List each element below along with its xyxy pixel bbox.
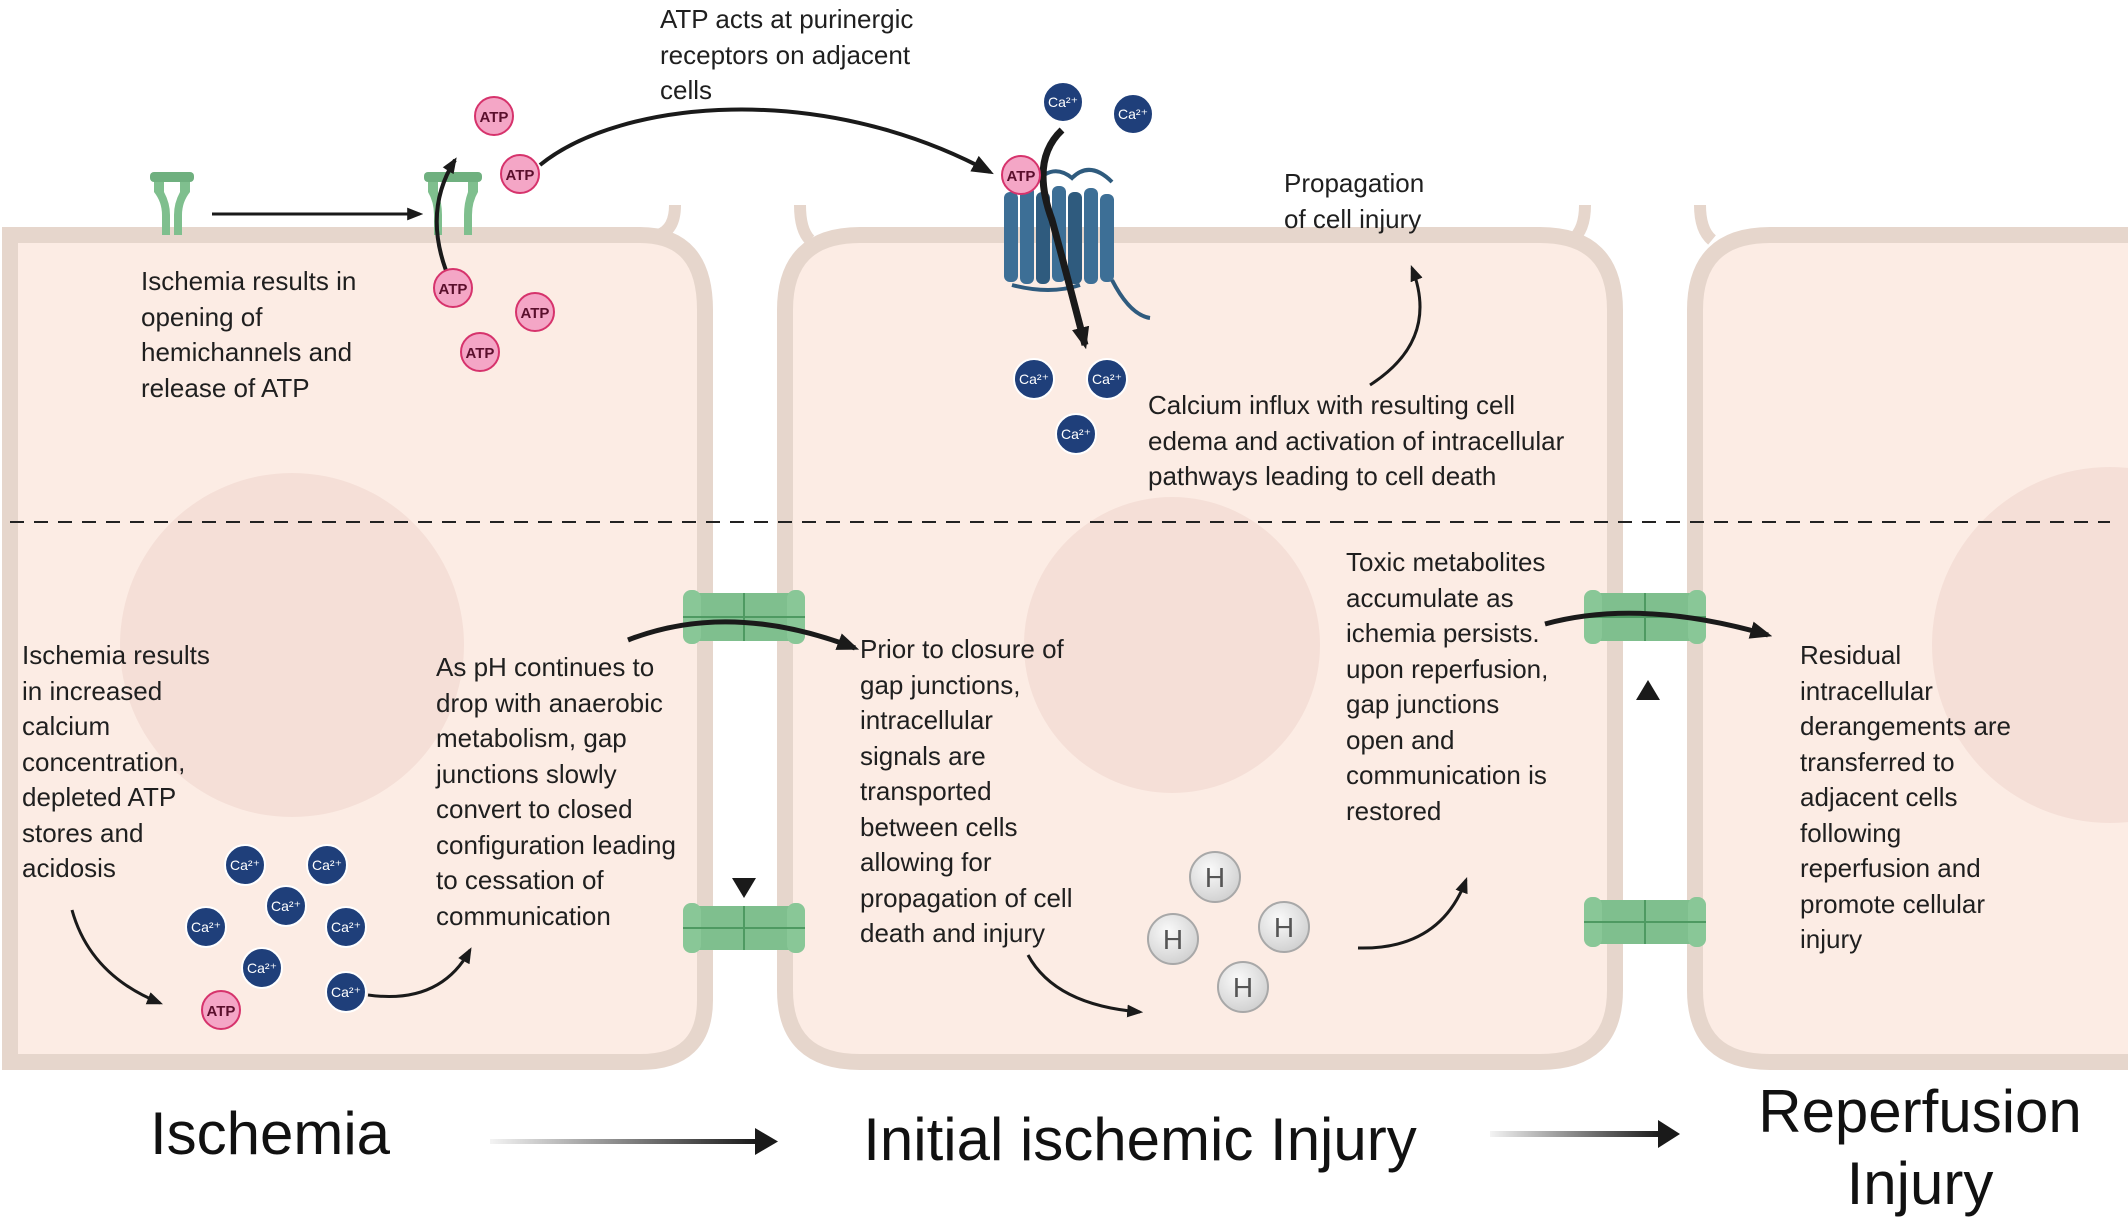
calcium-label: Ca²⁺ bbox=[230, 857, 260, 873]
calcium-label: Ca²⁺ bbox=[191, 919, 221, 935]
atp-molecule: ATP bbox=[474, 96, 514, 136]
signal-to-hydrogen-arrow bbox=[1026, 954, 1144, 1018]
atp-molecule: ATP bbox=[515, 292, 555, 332]
atp-label: ATP bbox=[506, 167, 535, 184]
molecules-layer: ATP ATP ATP ATP ATP ATP ATP Ca²⁺ Ca²⁺ Ca²⁺ Ca²⁺ Ca²… bbox=[185, 81, 1310, 1030]
calcium-ion: Ca²⁺ bbox=[1042, 81, 1084, 123]
calcium-ion: Ca²⁺ bbox=[1013, 358, 1055, 400]
nucleus-middle bbox=[1024, 497, 1320, 793]
cell-left bbox=[2, 227, 713, 1070]
calcium-ion: Ca²⁺ bbox=[224, 844, 266, 886]
atp-molecule: ATP bbox=[201, 990, 241, 1030]
atp-label: ATP bbox=[439, 281, 468, 298]
gap-junction-right-closed bbox=[1584, 897, 1706, 947]
gap-closure-note: Prior to closure of gap junctions, intra… bbox=[860, 634, 1073, 948]
junction-closing-arrowhead bbox=[732, 878, 756, 898]
calcium-ion: Ca²⁺ bbox=[325, 906, 367, 948]
ischemia-calcium-note: Ischemia results in increased calcium co… bbox=[22, 640, 210, 883]
cell-right bbox=[1687, 227, 2128, 1070]
calcium-label: Ca²⁺ bbox=[1019, 371, 1049, 387]
hydrogen-label: H bbox=[1163, 924, 1183, 955]
cell-middle bbox=[777, 227, 1623, 1070]
acidosis-arrow bbox=[70, 909, 163, 1005]
calcium-ion: Ca²⁺ bbox=[1112, 93, 1154, 135]
residual-derangement-note: Residual intracellular derangements are … bbox=[1800, 640, 2012, 954]
propagation-note: Propagation of cell injury bbox=[1284, 168, 1425, 234]
calcium-entry-arrow bbox=[1039, 127, 1090, 350]
hemichannel-note: Ischemia results in opening of hemichann… bbox=[141, 266, 357, 403]
hydrogen-ion: H bbox=[1217, 961, 1269, 1013]
calcium-label: Ca²⁺ bbox=[247, 960, 277, 976]
hemichannel-open bbox=[424, 172, 482, 235]
hydrogen-label: H bbox=[1233, 972, 1253, 1003]
calcium-label: Ca²⁺ bbox=[1092, 371, 1122, 387]
atp-label: ATP bbox=[1007, 168, 1036, 185]
toxic-metabolite-arrow bbox=[1357, 877, 1468, 950]
gap-junction-left-open bbox=[683, 590, 805, 644]
stage-label-initial-injury: Initial ischemic Injury bbox=[863, 1106, 1417, 1173]
hydrogen-label: H bbox=[1274, 912, 1294, 943]
signal-transfer-arrow-right bbox=[1544, 610, 1773, 639]
calcium-label: Ca²⁺ bbox=[331, 984, 361, 1000]
atp-label: ATP bbox=[466, 345, 495, 362]
stage-arrow-1 bbox=[490, 1128, 778, 1155]
hydrogen-ion: H bbox=[1258, 901, 1310, 953]
stage-arrow-2 bbox=[1490, 1120, 1680, 1148]
atp-label: ATP bbox=[207, 1003, 236, 1020]
atp-label: ATP bbox=[521, 305, 550, 322]
calcium-label: Ca²⁺ bbox=[312, 857, 342, 873]
propagation-arrow bbox=[1369, 265, 1423, 387]
calcium-ion: Ca²⁺ bbox=[1055, 413, 1097, 455]
gap-junction-right-open bbox=[1584, 590, 1706, 644]
hemichannel-closed bbox=[150, 172, 194, 235]
atp-purinergic-note: ATP acts at purinergic receptors on adja… bbox=[660, 4, 914, 105]
stage-label-reperfusion-injury: Reperfusion Injury bbox=[1758, 1078, 2082, 1217]
signal-transfer-arrow-left bbox=[627, 619, 860, 651]
calcium-ion: Ca²⁺ bbox=[1086, 358, 1128, 400]
atp-molecule: ATP bbox=[460, 332, 500, 372]
calcium-label: Ca²⁺ bbox=[331, 919, 361, 935]
calcium-ion: Ca²⁺ bbox=[265, 885, 307, 927]
atp-to-receptor-arrow bbox=[538, 107, 994, 175]
hydrogen-ion: H bbox=[1189, 851, 1241, 903]
calcium-label: Ca²⁺ bbox=[271, 898, 301, 914]
gap-junction-left-closed bbox=[683, 903, 805, 953]
calcium-ion: Ca²⁺ bbox=[325, 971, 367, 1013]
hydrogen-ion: H bbox=[1147, 913, 1199, 965]
stage-label-ischemia: Ischemia bbox=[149, 1100, 391, 1167]
calcium-ion: Ca²⁺ bbox=[241, 947, 283, 989]
hydrogen-label: H bbox=[1205, 862, 1225, 893]
ph-drop-note: As pH continues to drop with anaerobic m… bbox=[436, 652, 676, 931]
calcium-label: Ca²⁺ bbox=[1061, 426, 1091, 442]
junction-opening-arrowhead bbox=[1636, 680, 1660, 700]
atp-label: ATP bbox=[480, 109, 509, 126]
atp-molecule: ATP bbox=[500, 154, 540, 194]
nucleus-left bbox=[120, 473, 464, 817]
atp-molecule: ATP bbox=[433, 268, 473, 308]
calcium-label: Ca²⁺ bbox=[1118, 106, 1148, 122]
calcium-influx-note: Calcium influx with resulting cell edema… bbox=[1148, 390, 1565, 491]
membrane-junction-flares bbox=[655, 204, 1717, 245]
calcium-ion: Ca²⁺ bbox=[306, 844, 348, 886]
atp-molecule: ATP bbox=[1001, 155, 1041, 195]
toxic-metabolites-note: Toxic metabolites accumulate as ichemia … bbox=[1346, 547, 1549, 826]
ph-drop-arrow bbox=[367, 947, 472, 999]
nucleus-right bbox=[1932, 467, 2128, 823]
calcium-ion: Ca²⁺ bbox=[185, 906, 227, 948]
calcium-label: Ca²⁺ bbox=[1048, 94, 1078, 110]
